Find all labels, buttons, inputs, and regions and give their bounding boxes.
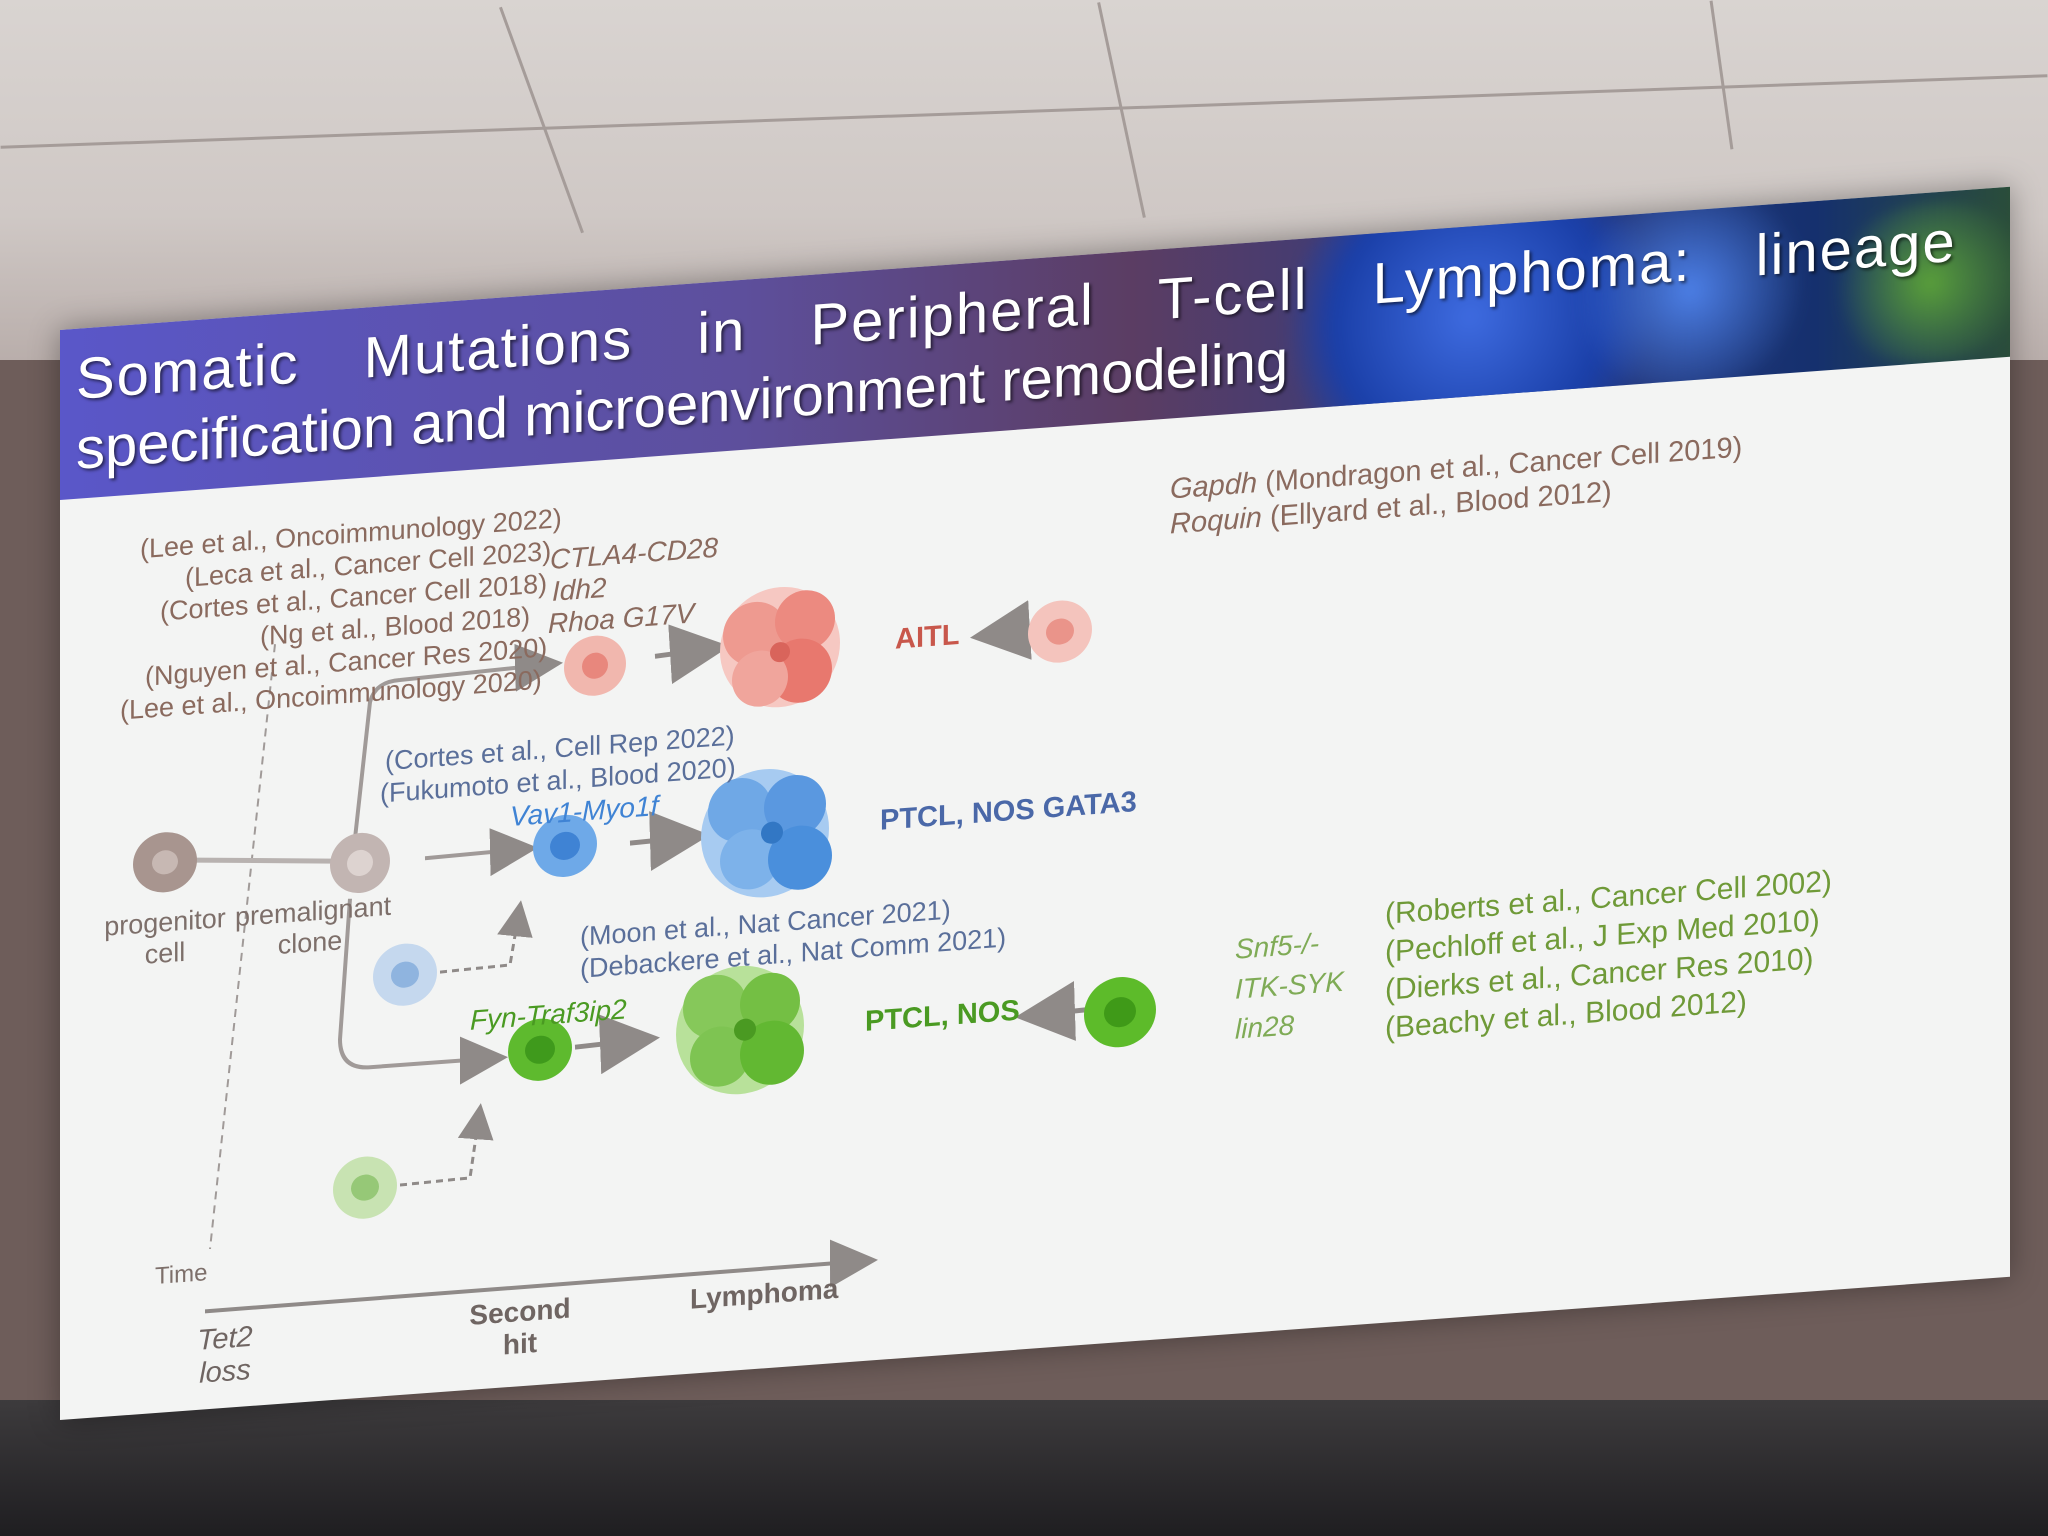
gene-idh2: Idh2 [552, 571, 607, 607]
nucleus [550, 831, 580, 860]
nucleus [391, 961, 419, 988]
label-time: Time [155, 1259, 208, 1291]
aitl-tumor-cluster [720, 586, 840, 708]
branch-to-aitl [353, 643, 563, 839]
ceiling-seam [499, 6, 584, 234]
nucleus [351, 1174, 379, 1201]
outcome-aitl: AITL [895, 618, 960, 656]
diagram-graphics [133, 586, 1156, 1314]
nucleus [582, 652, 608, 679]
nucleus [525, 1035, 555, 1064]
nucleus [1046, 618, 1074, 645]
gata3-tumor-cluster [701, 769, 832, 898]
nos-tumor-cluster [676, 965, 804, 1095]
gata3-progression-arrow [629, 811, 710, 872]
nucleus [347, 849, 373, 877]
gene-snf5: Snf5-/- [1235, 927, 1320, 965]
nucleus [152, 850, 178, 875]
nos-progression-arrow [574, 1014, 660, 1075]
ceiling-seam [1709, 0, 1734, 150]
gene-roquin: Roquin [1170, 501, 1262, 541]
nucleus [1104, 997, 1136, 1028]
tet2-time-marker [209, 644, 276, 1250]
projection-screen: Somatic Mutations in Peripheral T-cell L… [60, 186, 2010, 1421]
aitl-progression-arrow [654, 624, 730, 685]
gata3-second-hit-link [439, 900, 533, 974]
label-tet2-loss: Tet2 loss [197, 1320, 253, 1390]
ceiling-seam [0, 74, 2048, 149]
lineage-diagram: (Lee et al., Oncoimmunology 2022) (Leca … [60, 357, 2010, 1420]
room-floor-shadow [0, 1400, 2048, 1536]
nos-second-hit-link [399, 1103, 494, 1187]
branch-to-nos [337, 898, 508, 1085]
label-second-hit: Second hit [469, 1292, 571, 1361]
gene-lin28: lin28 [1235, 1009, 1295, 1045]
nos-incoming-arrow [1015, 981, 1091, 1041]
label-premalignant-clone: premalignant clone [235, 890, 392, 961]
branch-to-gata3 [424, 828, 538, 877]
gene-gapdh: Gapdh [1170, 467, 1258, 506]
time-axis [204, 1239, 878, 1314]
label-progenitor-cell: progenitor cell [104, 902, 226, 970]
